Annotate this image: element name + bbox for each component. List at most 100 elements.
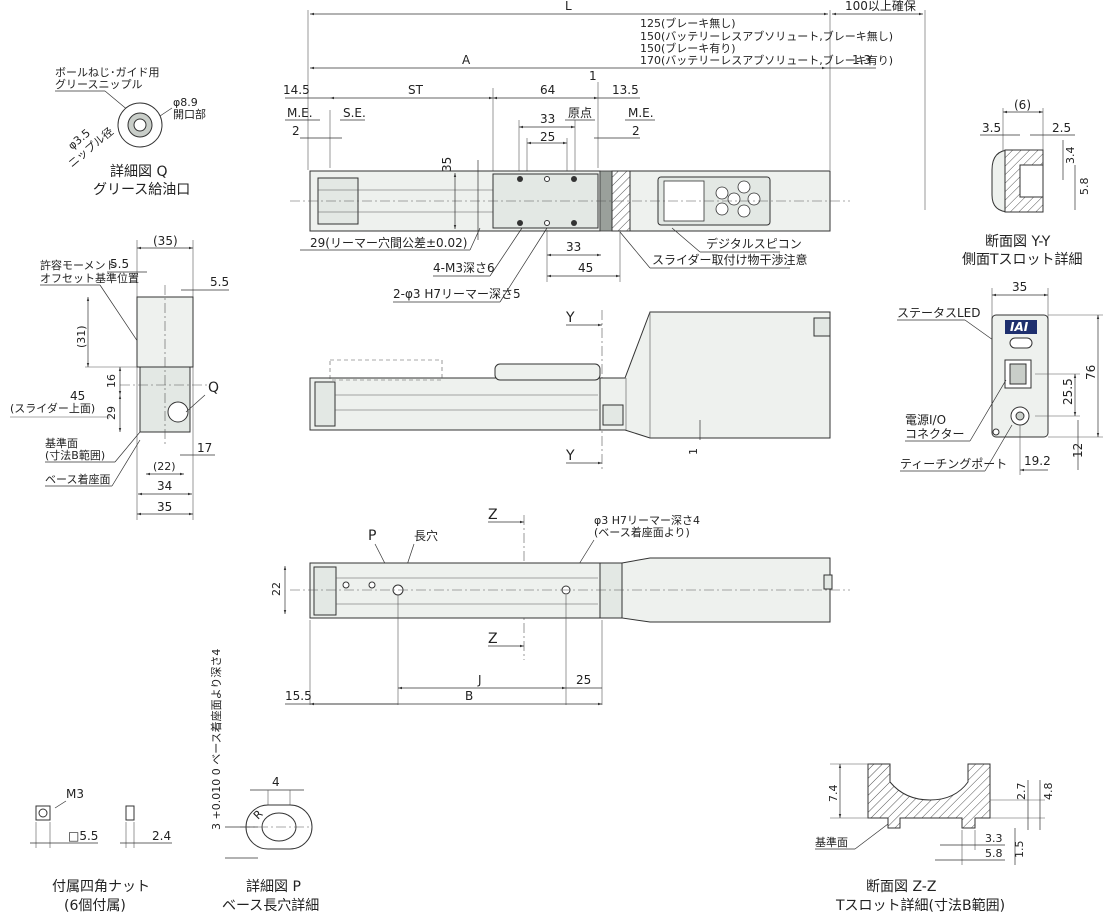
yy-dim-3-4: 3.4: [1064, 147, 1077, 165]
yy-dim-3-5: 3.5: [982, 121, 1001, 135]
Z-bottom-label: Z: [488, 631, 498, 647]
opening-label: 開口部: [173, 107, 206, 121]
yy-dim-5-8: 5.8: [1078, 178, 1091, 196]
ref-face-label: 基準面: [45, 436, 78, 450]
Y-top-label: Y: [565, 310, 575, 326]
end-view: (35) 5.5 5.5 許容モーメント オフセット基準位置 Q (31) 16…: [10, 234, 229, 520]
dim-64: 64: [540, 83, 555, 97]
zz-title: 断面図 Z-Z: [866, 879, 936, 895]
nut-subtitle: (6個付属): [64, 898, 126, 914]
base-face-label: ベース着座面: [45, 472, 110, 486]
L-value-4: 170(バッテリーレスアブソリュート,ブレーキ有り): [640, 53, 893, 67]
yy-subtitle: 側面Tスロット詳細: [962, 252, 1083, 268]
reamer-29: 29(リーマー穴間公差±0.02): [310, 235, 467, 250]
end-dim-35-top: (35): [153, 234, 178, 248]
dim-clearance: 100以上確保: [845, 0, 916, 13]
nipple-label-1: ボールねじ･ガイド用: [55, 66, 160, 79]
connector-label: コネクター: [905, 427, 965, 441]
dim-45: 45: [578, 261, 593, 275]
dim-2-left: 2: [292, 124, 300, 138]
ref-range-label: (寸法B範囲): [45, 448, 105, 462]
motor-dim-25-5: 25.5: [1061, 378, 1075, 405]
motor-dim-12: 12: [1071, 443, 1085, 458]
status-led-label: ステータスLED: [897, 306, 981, 320]
dim-L: L: [565, 0, 572, 13]
bottom-dim-15-5: 15.5: [285, 689, 312, 703]
motor-dim-35: 35: [1012, 280, 1027, 294]
end-dim-17: 17: [197, 441, 212, 455]
bottom-dim-22: 22: [270, 582, 283, 596]
label-ME-left: M.E.: [287, 106, 313, 120]
side-view: Y Y 1: [309, 310, 831, 470]
dim-2-right: 2: [632, 124, 640, 138]
end-dim-31: (31): [75, 325, 88, 348]
end-dim-5-5-left: 5.5: [110, 257, 129, 271]
side-dim-1: 1: [687, 448, 700, 455]
dim-14-5: 14.5: [283, 83, 310, 97]
dim-25: 25: [540, 130, 555, 144]
yy-dim-2-5: 2.5: [1052, 121, 1071, 135]
detail-p-title: 詳細図 P: [246, 879, 301, 895]
detail-p-subtitle: ベース長穴詳細: [222, 898, 319, 914]
end-dim-16: 16: [105, 374, 118, 388]
dim-B: B: [465, 689, 473, 703]
m3-note: 4-M3深さ6: [433, 261, 495, 275]
detail-p: 3 +0.010 0 ベース着座面より深さ4 4 R 詳細図 P ベース長穴詳細: [209, 649, 319, 914]
zz-dim-5-8: 5.8: [985, 847, 1003, 860]
label-digital-speed: デジタルスピコン: [706, 236, 802, 251]
P-label: P: [368, 528, 376, 544]
label-SE: S.E.: [343, 106, 366, 120]
motor-end-view: 35 ステータスLED IAI 76 25.5 電源I/O コネクター ティーチ…: [897, 280, 1103, 475]
label-ME-right: M.E.: [628, 106, 654, 120]
end-dim-35-bottom: 35: [157, 500, 172, 514]
detail-q-subtitle: グリース給油口: [93, 182, 190, 198]
phi3-label: φ3 H7リーマー深さ4: [594, 514, 700, 527]
end-dim-29: 29: [105, 406, 118, 420]
Q-label: Q: [208, 380, 219, 396]
dim-35: 35: [440, 157, 454, 172]
section-yy: (6) 3.5 2.5 3.4 5.8 断面図 Y-Y 側面Tスロット詳細: [962, 98, 1091, 268]
dim-33-bottom: 33: [566, 240, 581, 254]
nut-sq-label: □5.5: [68, 829, 98, 843]
phi3-label-2: (ベース着座面より): [594, 525, 690, 539]
motor-dim-19-2: 19.2: [1024, 454, 1051, 468]
yy-dim-6: (6): [1014, 98, 1031, 112]
nut-dim-2-4: 2.4: [152, 829, 171, 843]
dim-33-top: 33: [540, 112, 555, 126]
zz-dim-4-8: 4.8: [1042, 783, 1055, 801]
nipple-label-2: グリースニップル: [55, 77, 142, 91]
Z-top-label: Z: [488, 507, 498, 523]
L-value-1: 125(ブレーキ無し): [640, 16, 736, 30]
L-value-3: 150(ブレーキ有り): [640, 41, 736, 55]
nut-title: 付属四角ナット: [52, 879, 150, 895]
zz-dim-7-4: 7.4: [827, 785, 840, 803]
dim-1: 1: [589, 69, 597, 83]
phi3-note: 2-φ3 H7リーマー深さ5: [393, 287, 521, 301]
p-dim-4: 4: [272, 775, 280, 789]
label-origin: 原点: [568, 106, 592, 120]
Y-bottom-label: Y: [565, 448, 575, 464]
top-view: L 100以上確保 125(ブレーキ無し) 150(バッテリーレスアブソリュート…: [283, 0, 926, 303]
yy-title: 断面図 Y-Y: [985, 234, 1051, 250]
iai-logo: IAI: [1010, 320, 1029, 334]
end-dim-34: 34: [157, 479, 172, 493]
p-vertical-label: 3 +0.010 0 ベース着座面より深さ4: [209, 649, 223, 830]
zz-ref-face-label: 基準面: [815, 835, 848, 849]
nut-m3-label: M3: [66, 787, 84, 801]
dim-1-3: 1.3: [852, 53, 871, 67]
dim-13-5: 13.5: [612, 83, 639, 97]
detail-q: ボールねじ･ガイド用 グリースニップル φ8.9 開口部 φ3.5 ニップル径 …: [55, 66, 206, 198]
end-dim-22: (22): [153, 460, 176, 473]
section-zz: 7.4 2.7 4.8 基準面 3.3 5.8 1.5 断面図 Z-Z Tスロッ…: [815, 763, 1055, 914]
bottom-dim-25: 25: [576, 673, 591, 687]
end-dim-5-5-right: 5.5: [210, 275, 229, 289]
slot-label: 長穴: [414, 528, 438, 543]
dim-J: J: [477, 673, 482, 687]
moment-label: 許容モーメント: [40, 258, 117, 272]
zz-dim-2-7: 2.7: [1015, 783, 1028, 801]
L-value-2: 150(バッテリーレスアブソリュート,ブレーキ無し): [640, 29, 893, 43]
end-dim-45: 45: [70, 389, 85, 403]
phi89-label: φ8.9: [173, 96, 198, 109]
zz-dim-3-3: 3.3: [985, 832, 1003, 845]
